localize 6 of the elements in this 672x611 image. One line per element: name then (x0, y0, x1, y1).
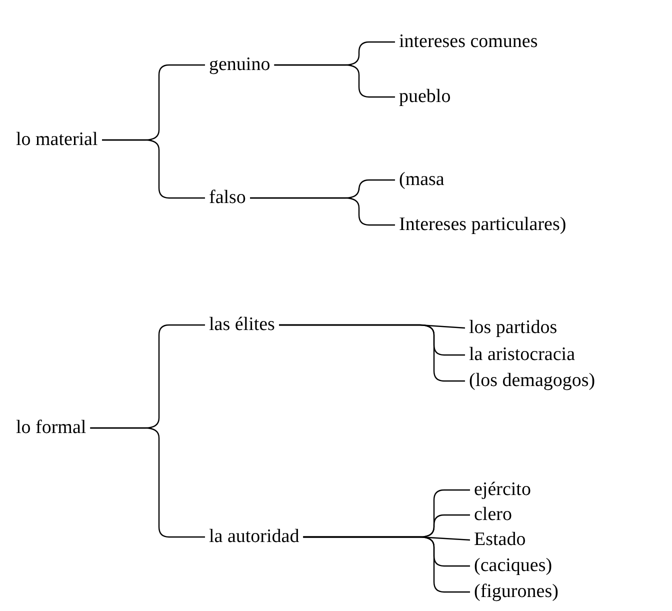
brace-connector (278, 324, 465, 382)
brace-connector (303, 536, 470, 593)
brace-connector (274, 64, 395, 98)
brace-connector (102, 139, 205, 199)
brace-connector (90, 427, 205, 538)
brace-connector (250, 197, 395, 226)
